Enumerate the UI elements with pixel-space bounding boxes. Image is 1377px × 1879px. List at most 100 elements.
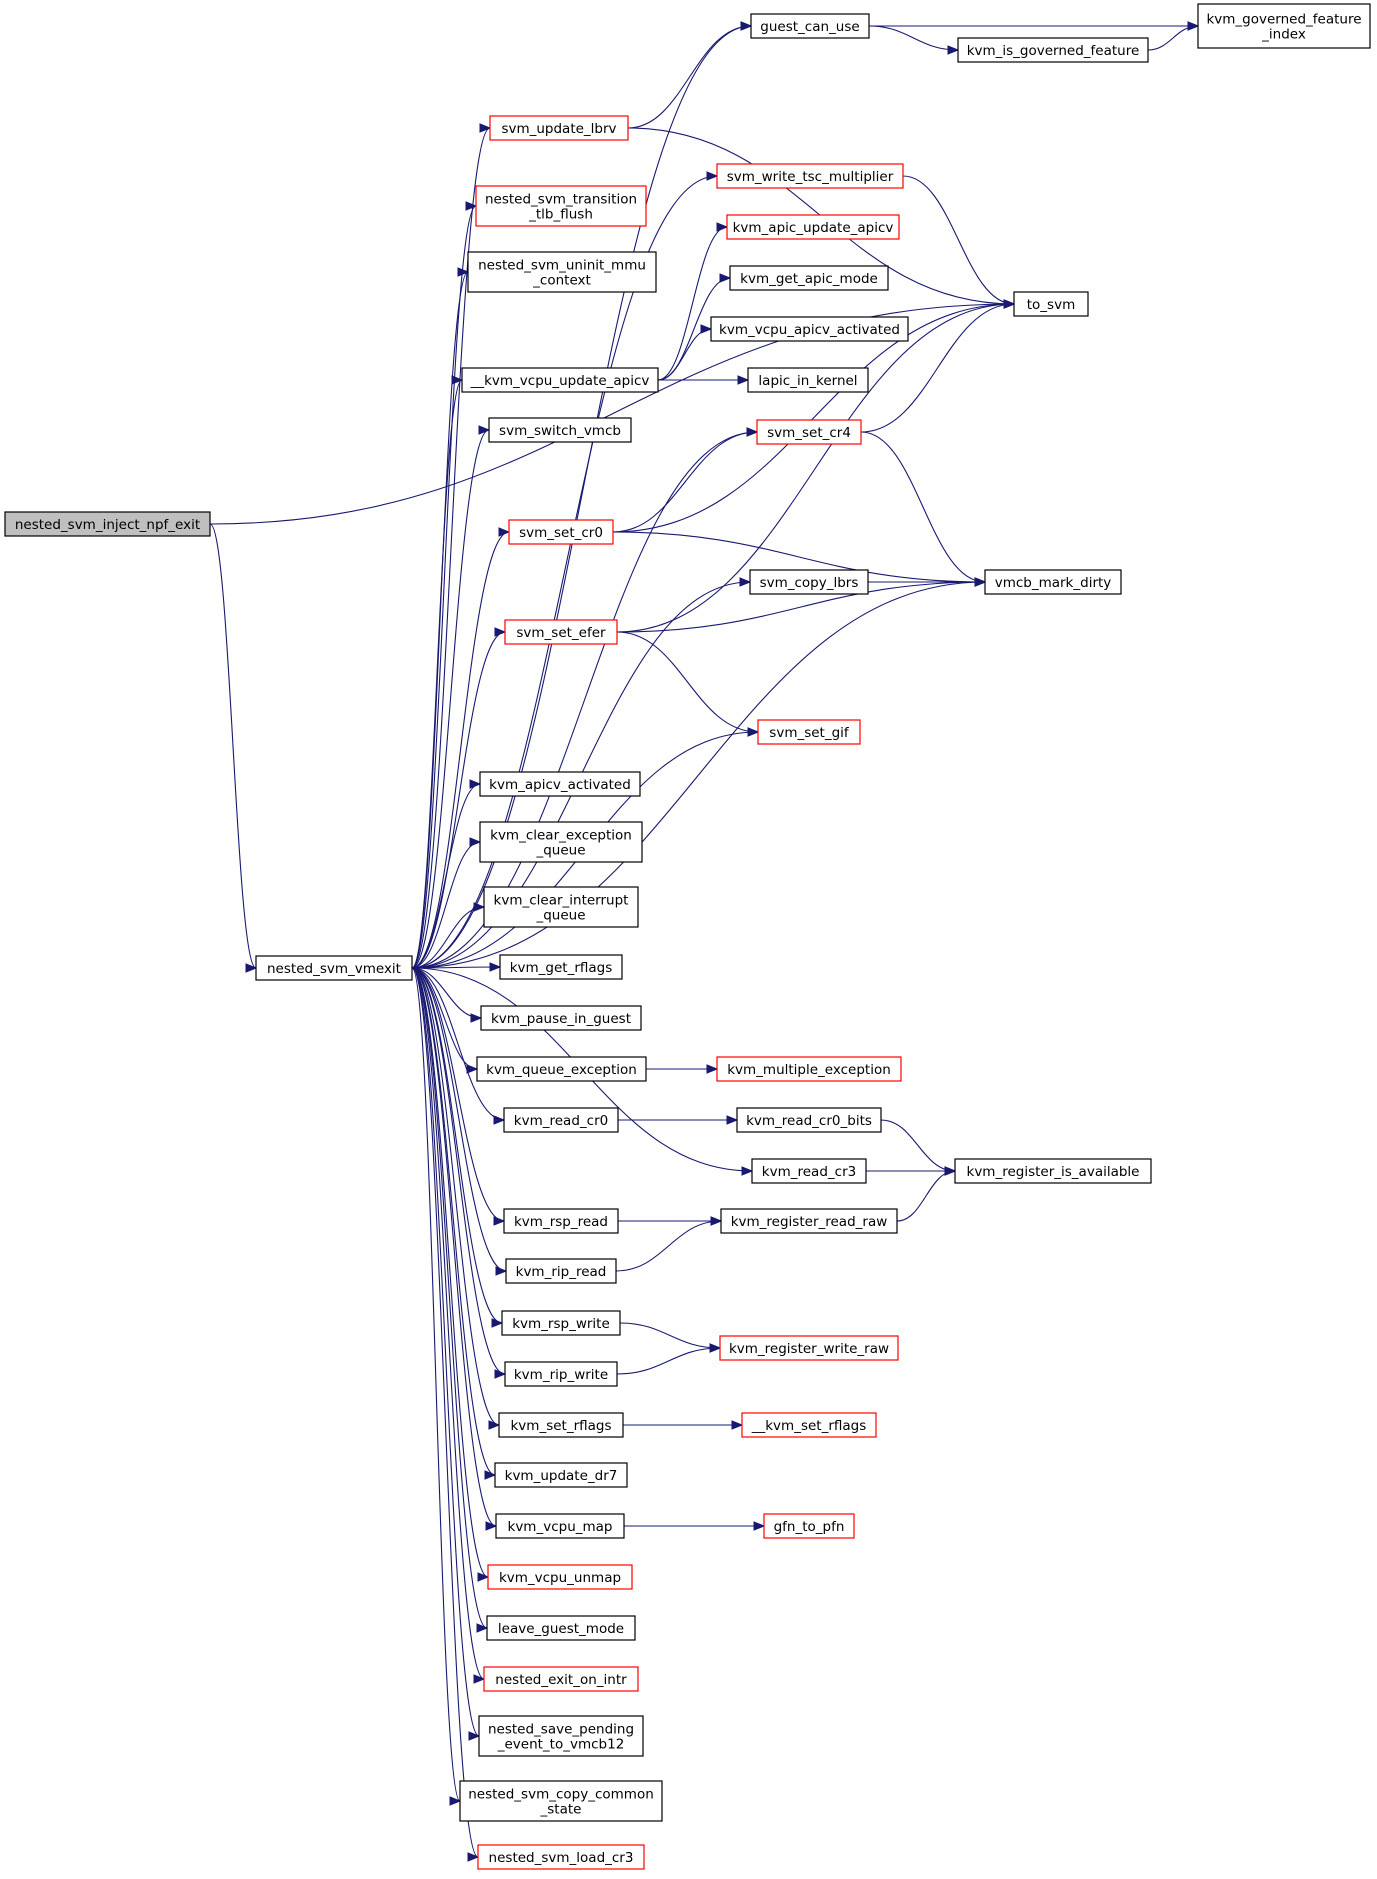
node-label: lapic_in_kernel — [758, 373, 857, 389]
node-apicv_act[interactable]: kvm_vcpu_apicv_activated — [710, 316, 909, 342]
arrowhead-icon — [491, 1318, 504, 1328]
node-get_rflags[interactable]: kvm_get_rflags — [499, 954, 623, 980]
node-lapic[interactable]: lapic_in_kernel — [747, 367, 869, 393]
node-guest_can_use[interactable]: guest_can_use — [750, 13, 870, 39]
node-box — [503, 1208, 619, 1234]
call-edge-set_cr0-to-set_cr4 — [612, 427, 759, 533]
node-set_gif[interactable]: svm_set_gif — [757, 719, 861, 745]
node-vmexit[interactable]: nested_svm_vmexit — [255, 955, 413, 981]
call-edge-vmexit-to-apicv_activated — [411, 779, 482, 969]
node-vcpu_upd[interactable]: __kvm_vcpu_update_apicv — [461, 367, 659, 393]
node-tsc_mult[interactable]: svm_write_tsc_multiplier — [716, 163, 904, 189]
arrowhead-icon — [746, 427, 759, 437]
node-read_cr0[interactable]: kvm_read_cr0 — [503, 1107, 619, 1133]
node-switch_vmcb[interactable]: svm_switch_vmcb — [488, 417, 632, 443]
node-update_dr7[interactable]: kvm_update_dr7 — [494, 1462, 628, 1488]
node-box — [489, 115, 629, 141]
call-edge-vmexit-to-queue_exc — [411, 967, 479, 1074]
node-gfn_to_pfn[interactable]: gfn_to_pfn — [763, 1513, 855, 1539]
arrowhead-icon — [947, 45, 960, 55]
node-tlb_flush[interactable]: nested_svm_transition_tlb_flush — [475, 185, 647, 227]
node-load_cr3[interactable]: nested_svm_load_cr3 — [477, 1844, 645, 1870]
node-set_efer[interactable]: svm_set_efer — [504, 619, 618, 645]
arrowhead-icon — [473, 902, 486, 912]
arrowhead-icon — [495, 1266, 508, 1276]
node-copy_lbrs[interactable]: svm_copy_lbrs — [749, 569, 869, 595]
node-label: leave_guest_mode — [498, 1621, 624, 1637]
node-label: kvm_apic_update_apicv — [733, 220, 894, 236]
call-edge-set_rflags-to-__set_rflags — [622, 1420, 744, 1430]
call-edge-vmexit-to-exit_on_intr — [411, 967, 486, 1684]
node-set_cr0[interactable]: svm_set_cr0 — [508, 519, 614, 545]
arrowhead-icon — [466, 1064, 479, 1074]
node-rsp_write[interactable]: kvm_rsp_write — [501, 1310, 621, 1336]
node-rip_write[interactable]: kvm_rip_write — [504, 1361, 618, 1387]
node-queue_exc[interactable]: kvm_queue_exception — [476, 1056, 647, 1082]
node-mult_exc[interactable]: kvm_multiple_exception — [716, 1056, 902, 1082]
node-vcpu_unmap[interactable]: kvm_vcpu_unmap — [487, 1564, 633, 1590]
call-edge-vmexit-to-rip_read — [411, 967, 508, 1276]
arrowhead-icon — [731, 1420, 744, 1430]
node-box — [476, 1056, 647, 1082]
node-vcpu_map[interactable]: kvm_vcpu_map — [495, 1513, 625, 1539]
node-label: kvm_rip_write — [514, 1367, 608, 1383]
node-exit_on_intr[interactable]: nested_exit_on_intr — [483, 1666, 639, 1692]
node-rip_read[interactable]: kvm_rip_read — [505, 1258, 617, 1284]
node-read_cr0_bits[interactable]: kvm_read_cr0_bits — [736, 1107, 882, 1133]
node-uninit_mmu[interactable]: nested_svm_uninit_mmu_context — [467, 251, 657, 293]
node-label: kvm_apicv_activated — [489, 777, 631, 793]
node-to_svm[interactable]: to_svm — [1013, 291, 1089, 317]
call-edge-rsp_read-to-reg_read_raw — [618, 1216, 723, 1226]
node-box — [494, 1462, 628, 1488]
call-edge-vmexit-to-rsp_read — [411, 967, 506, 1226]
node-save_pending[interactable]: nested_save_pending_event_to_vmcb12 — [478, 1715, 644, 1757]
call-edge-tsc_mult-to-to_svm — [902, 175, 1016, 309]
call-edge-vmexit-to-update_dr7 — [411, 967, 497, 1480]
node-box — [1013, 291, 1089, 317]
node-box — [716, 163, 904, 189]
arrowhead-icon — [476, 1623, 489, 1633]
call-edge-vmexit-to-set_rflags — [411, 967, 501, 1430]
call-edge-vmexit-to-leave_guest — [411, 967, 489, 1633]
node-apic_upd[interactable]: kvm_apic_update_apicv — [726, 214, 900, 240]
node-copy_common[interactable]: nested_svm_copy_common_state — [459, 1780, 663, 1822]
node-update_lbrv[interactable]: svm_update_lbrv — [489, 115, 629, 141]
node-apicv_activated[interactable]: kvm_apicv_activated — [479, 771, 641, 797]
call-edge-read_cr0-to-read_cr0_bits — [618, 1115, 739, 1125]
node-gov_index[interactable]: kvm_governed_feature_index — [1197, 3, 1371, 49]
arrowhead-icon — [493, 1216, 506, 1226]
node-apic_mode[interactable]: kvm_get_apic_mode — [729, 265, 889, 291]
node-label: kvm_rsp_read — [514, 1214, 608, 1230]
node-is_governed[interactable]: kvm_is_governed_feature — [957, 37, 1149, 63]
node-pause[interactable]: kvm_pause_in_guest — [480, 1005, 642, 1031]
node-label: kvm_read_cr3 — [762, 1164, 856, 1180]
node-mark_dirty[interactable]: vmcb_mark_dirty — [984, 569, 1122, 595]
node-leave_guest[interactable]: leave_guest_mode — [486, 1615, 636, 1641]
node-root[interactable]: nested_svm_inject_npf_exit — [4, 511, 211, 537]
node-rsp_read[interactable]: kvm_rsp_read — [503, 1208, 619, 1234]
node-box — [483, 886, 639, 928]
node-reg_avail[interactable]: kvm_register_is_available — [954, 1158, 1152, 1184]
node-label: svm_set_efer — [516, 625, 606, 641]
node-clr_exc[interactable]: kvm_clear_exception_queue — [479, 821, 643, 863]
node-reg_write_raw[interactable]: kvm_register_write_raw — [719, 1335, 899, 1361]
node-read_cr3[interactable]: kvm_read_cr3 — [751, 1158, 867, 1184]
node-set_cr4[interactable]: svm_set_cr4 — [756, 419, 862, 445]
node-label: nested_svm_transition — [485, 192, 637, 208]
node-label: _queue — [535, 908, 585, 924]
arrowhead-icon — [716, 222, 729, 232]
node-box — [4, 511, 211, 537]
node-clr_int[interactable]: kvm_clear_interrupt_queue — [483, 886, 639, 928]
node-label: kvm_vcpu_unmap — [499, 1570, 621, 1586]
node-__set_rflags[interactable]: __kvm_set_rflags — [741, 1412, 877, 1438]
node-label: kvm_get_rflags — [510, 960, 613, 976]
call-edge-is_governed-to-gov_index — [1147, 21, 1200, 51]
node-label: svm_set_cr0 — [519, 525, 603, 541]
arrowhead-icon — [449, 1796, 462, 1806]
node-set_rflags[interactable]: kvm_set_rflags — [498, 1412, 624, 1438]
node-reg_read_raw[interactable]: kvm_register_read_raw — [720, 1208, 898, 1234]
node-label: nested_svm_copy_common — [468, 1787, 654, 1803]
arrowhead-icon — [467, 1852, 480, 1862]
call-edge-vcpu_upd-to-lapic — [657, 375, 750, 385]
